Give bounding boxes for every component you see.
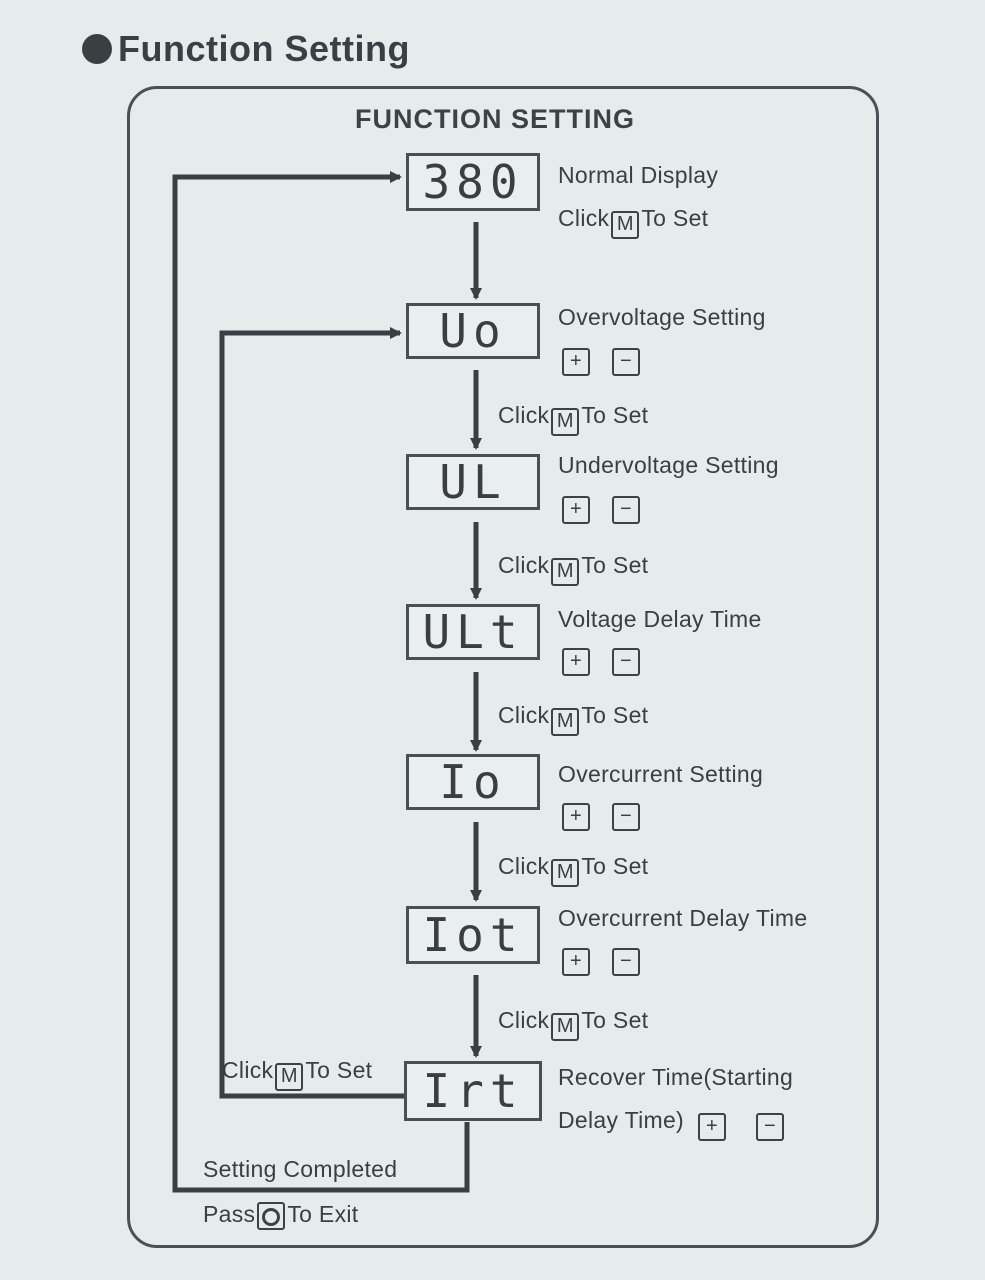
- m-key-icon: M: [551, 558, 580, 586]
- plus-key-icon: +: [562, 803, 590, 831]
- minus-key-icon: −: [612, 348, 640, 376]
- m-key-icon: M: [551, 708, 580, 736]
- m-key-icon: M: [275, 1063, 304, 1091]
- circle-icon: [262, 1208, 281, 1226]
- section-title: Function Setting: [82, 28, 410, 70]
- lcd-overvoltage: Uo: [406, 303, 540, 359]
- loop-inner: [219, 327, 404, 1099]
- label-overcurrent: Overcurrent Setting: [558, 761, 764, 787]
- m-key-icon: M: [551, 1013, 580, 1041]
- lcd-voltage-delay: ULt: [406, 604, 540, 660]
- minus-key-icon: −: [612, 648, 640, 676]
- minus-key-icon: −: [756, 1113, 784, 1141]
- minus-key-icon: −: [612, 803, 640, 831]
- plus-minus-overcurrent: +−: [560, 797, 660, 831]
- lcd-recover-time: Irt: [404, 1061, 542, 1121]
- plus-minus-overvoltage: +−: [560, 342, 660, 376]
- plus-minus-undervoltage: +−: [560, 490, 660, 524]
- diagram-title: FUNCTION SETTING: [355, 104, 635, 134]
- plus-minus-voltage-delay: +−: [560, 642, 660, 676]
- bullet-icon: [82, 34, 112, 64]
- plus-key-icon: +: [562, 948, 590, 976]
- plus-key-icon: +: [562, 348, 590, 376]
- lcd-overcurrent-delay: Iot: [406, 906, 540, 964]
- diagram-frame: [127, 86, 879, 1248]
- plus-key-icon: +: [562, 496, 590, 524]
- m-key-icon: M: [551, 859, 580, 887]
- loop-outer: [172, 171, 470, 1193]
- power-key-icon: [257, 1202, 286, 1230]
- label-overvoltage: Overvoltage Setting: [558, 304, 766, 330]
- minus-key-icon: −: [612, 496, 640, 524]
- m-key-icon: M: [551, 408, 580, 436]
- label-recover-time-line1: Recover Time(Starting: [558, 1064, 794, 1090]
- m-key-icon: M: [611, 211, 640, 239]
- label-undervoltage: Undervoltage Setting: [558, 452, 779, 478]
- plus-key-icon: +: [562, 648, 590, 676]
- lcd-overcurrent: Io: [406, 754, 540, 810]
- label-normal-display: Normal Display: [558, 162, 719, 188]
- label-voltage-delay: Voltage Delay Time: [558, 606, 762, 632]
- plus-key-icon: +: [698, 1113, 726, 1141]
- label-recover-time-line2: Delay Time)+−: [558, 1107, 786, 1141]
- plus-minus-overcurrent-delay: +−: [560, 942, 660, 976]
- setting-completed-label: Setting Completed: [203, 1156, 398, 1182]
- lcd-normal-display: 380: [406, 153, 540, 211]
- minus-key-icon: −: [612, 948, 640, 976]
- lcd-undervoltage: UL: [406, 454, 540, 510]
- label-overcurrent-delay: Overcurrent Delay Time: [558, 905, 808, 931]
